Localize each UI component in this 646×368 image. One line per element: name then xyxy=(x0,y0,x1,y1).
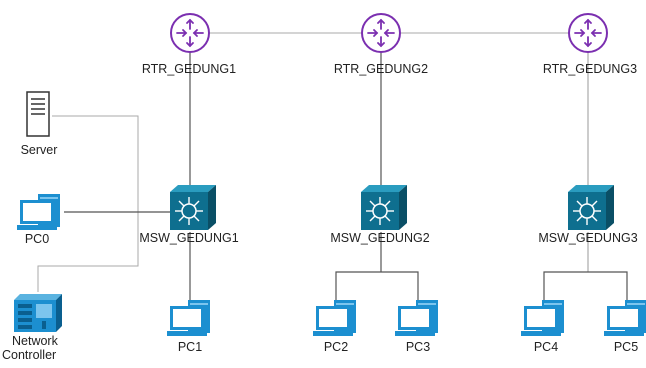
pc-icon-pc3[interactable] xyxy=(395,300,438,336)
router-icon-2[interactable] xyxy=(361,13,401,53)
pc4-label: PC4 xyxy=(533,340,559,354)
pc5-label: PC5 xyxy=(613,340,639,354)
pc-icon-pc1[interactable] xyxy=(167,300,210,336)
router-label-3: RTR_GEDUNG3 xyxy=(542,62,638,76)
pc3-label: PC3 xyxy=(405,340,431,354)
switch-label-2: MSW_GEDUNG2 xyxy=(330,231,430,245)
link-server-controller-bus xyxy=(37,115,139,292)
pc-icon-pc2[interactable] xyxy=(313,300,356,336)
multilayer-switch-icon-2[interactable] xyxy=(360,184,408,231)
router-icon-3[interactable] xyxy=(568,13,608,53)
nodes xyxy=(14,13,646,336)
network-controller-label-line2: Controller xyxy=(2,348,57,362)
router-label-2: RTR_GEDUNG2 xyxy=(333,62,429,76)
pc-icon-pc5[interactable] xyxy=(604,300,646,336)
router-icon-1[interactable] xyxy=(170,13,210,53)
pc-icon-pc0[interactable] xyxy=(17,194,60,230)
server-icon[interactable] xyxy=(26,91,50,137)
pc2-label: PC2 xyxy=(323,340,349,354)
network-controller-icon[interactable] xyxy=(14,294,62,332)
pc0-label: PC0 xyxy=(24,232,50,246)
switch-label-1: MSW_GEDUNG1 xyxy=(139,231,239,245)
link-s2-pcs xyxy=(335,271,419,300)
pc1-label: PC1 xyxy=(177,340,203,354)
link-s3-pcs xyxy=(543,271,628,300)
multilayer-switch-icon-3[interactable] xyxy=(567,184,615,231)
multilayer-switch-icon-1[interactable] xyxy=(169,184,217,231)
router-label-1: RTR_GEDUNG1 xyxy=(141,62,237,76)
server-label: Server xyxy=(20,143,58,157)
pc-icon-pc4[interactable] xyxy=(521,300,564,336)
switch-label-3: MSW_GEDUNG3 xyxy=(538,231,638,245)
network-controller-label-line1: Network xyxy=(12,334,58,348)
